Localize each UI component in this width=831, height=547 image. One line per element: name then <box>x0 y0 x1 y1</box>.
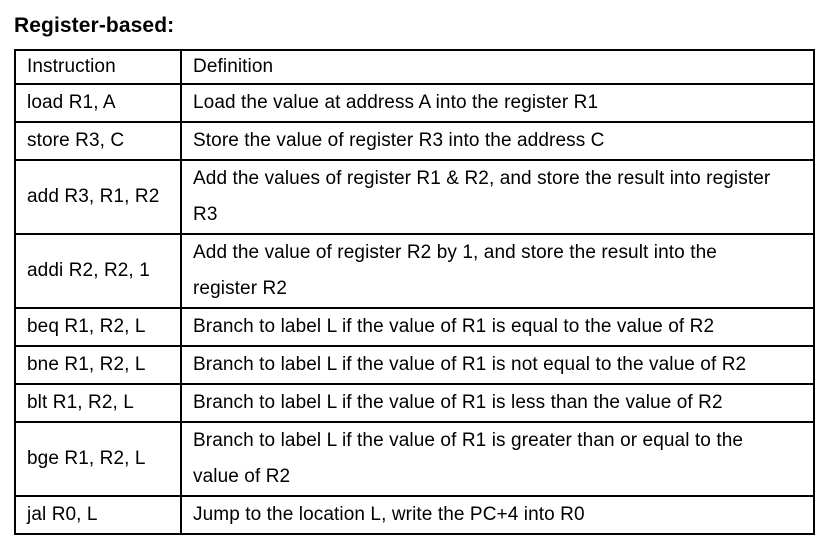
table-row: add R3, R1, R2 Add the values of registe… <box>14 159 815 235</box>
instruction-cell: bne R1, R2, L <box>14 345 182 385</box>
table-row: beq R1, R2, L Branch to label L if the v… <box>14 307 815 347</box>
table-row: bge R1, R2, L Branch to label L if the v… <box>14 421 815 497</box>
col-header-definition: Definition <box>180 49 815 85</box>
definition-cell: Add the values of register R1 & R2, and … <box>180 159 815 235</box>
instruction-cell: load R1, A <box>14 83 182 123</box>
page-title: Register-based: <box>14 14 175 37</box>
definition-cell: Add the value of register R2 by 1, and s… <box>180 233 815 309</box>
table-header-row: Instruction Definition <box>14 49 815 85</box>
instruction-table: Instruction Definition load R1, A Load t… <box>14 49 815 535</box>
definition-cell: Store the value of register R3 into the … <box>180 121 815 161</box>
instruction-cell: beq R1, R2, L <box>14 307 182 347</box>
definition-cell: Jump to the location L, write the PC+4 i… <box>180 495 815 535</box>
definition-cell: Branch to label L if the value of R1 is … <box>180 307 815 347</box>
document-page: Register-based: Instruction Definition l… <box>14 14 815 535</box>
table-row: blt R1, R2, L Branch to label L if the v… <box>14 383 815 423</box>
table-row: addi R2, R2, 1 Add the value of register… <box>14 233 815 309</box>
definition-cell: Branch to label L if the value of R1 is … <box>180 421 815 497</box>
col-header-instruction: Instruction <box>14 49 182 85</box>
definition-cell: Load the value at address A into the reg… <box>180 83 815 123</box>
instruction-cell: store R3, C <box>14 121 182 161</box>
instruction-cell: add R3, R1, R2 <box>14 159 182 235</box>
table-row: load R1, A Load the value at address A i… <box>14 83 815 123</box>
table-row: jal R0, L Jump to the location L, write … <box>14 495 815 535</box>
table-row: bne R1, R2, L Branch to label L if the v… <box>14 345 815 385</box>
instruction-cell: bge R1, R2, L <box>14 421 182 497</box>
definition-cell: Branch to label L if the value of R1 is … <box>180 383 815 423</box>
table-row: store R3, C Store the value of register … <box>14 121 815 161</box>
instruction-cell: jal R0, L <box>14 495 182 535</box>
instruction-cell: blt R1, R2, L <box>14 383 182 423</box>
instruction-cell: addi R2, R2, 1 <box>14 233 182 309</box>
definition-cell: Branch to label L if the value of R1 is … <box>180 345 815 385</box>
